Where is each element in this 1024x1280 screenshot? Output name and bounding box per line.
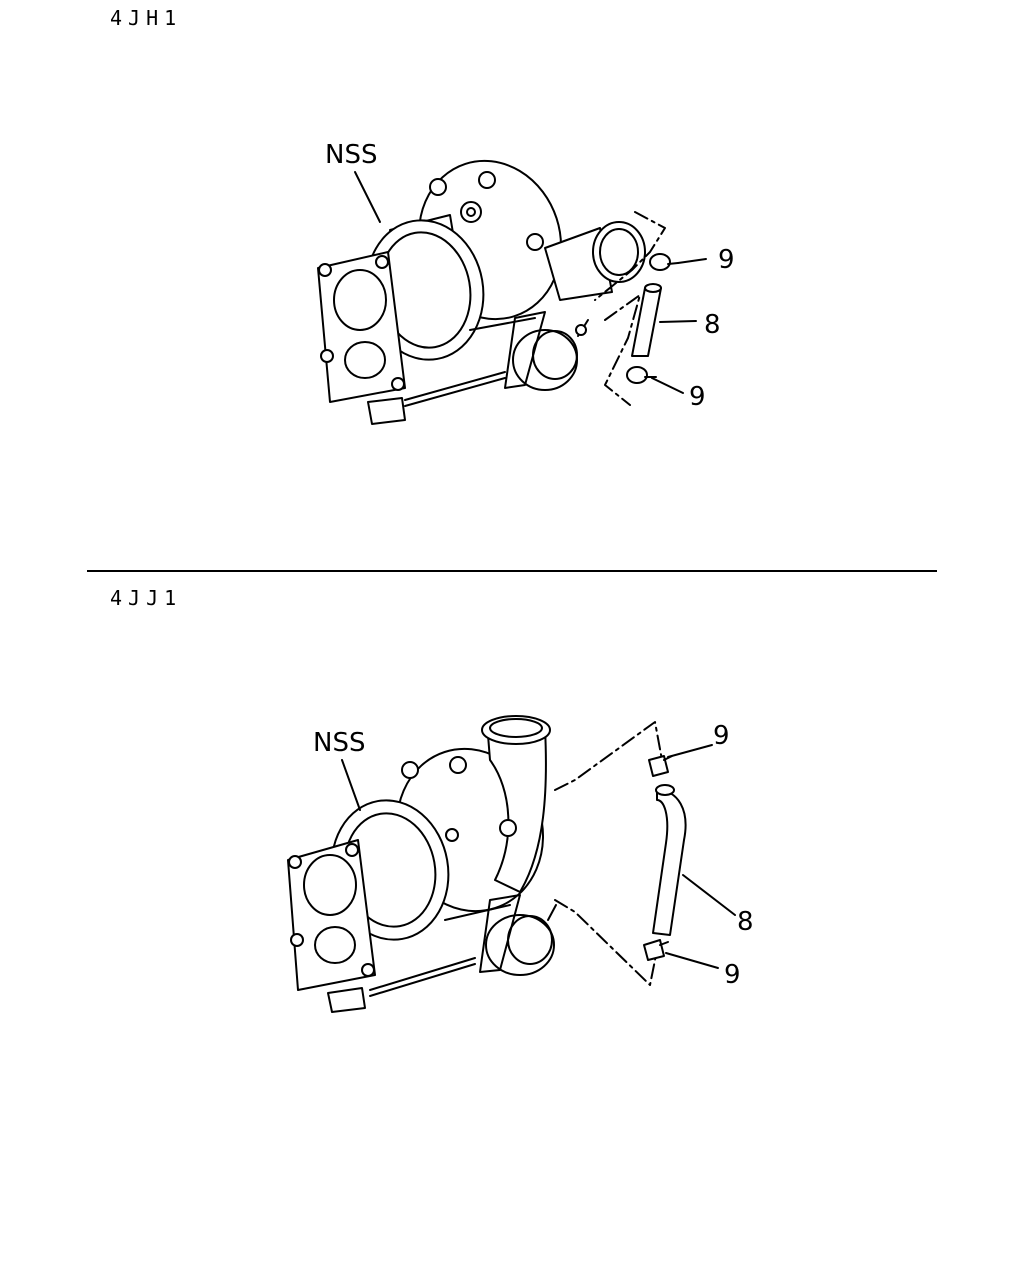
callout-9-lower-4jj1: 9 (724, 960, 741, 990)
turbocharger-assembly-4jh1 (317, 159, 646, 425)
callout-nss-4jj1: NSS (313, 728, 365, 758)
callout-8-4jh1: 8 (704, 310, 721, 340)
turbocharger-diagram-4jh1: NSS 9 8 9 (317, 140, 735, 425)
callout-9-lower-4jh1: 9 (689, 382, 706, 412)
section-title-4jh1: 4JH1 (110, 6, 183, 30)
callout-nss-4jh1: NSS (325, 140, 377, 170)
hose-4jh1 (631, 283, 662, 357)
turbocharger-diagram-4jj1: NSS 9 8 9 (287, 715, 754, 1013)
section-title-4jj1: 4JJ1 (110, 586, 183, 610)
clamp-upper-4jh1 (649, 253, 679, 271)
hose-4jj1 (652, 784, 687, 936)
callout-8-4jj1: 8 (737, 907, 754, 937)
turbocharger-assembly-4jj1 (287, 715, 557, 1013)
section-divider (87, 570, 937, 572)
clamp-lower-4jj1 (643, 939, 669, 961)
clamp-lower-4jh1 (626, 366, 657, 384)
callout-9-upper-4jj1: 9 (713, 721, 730, 751)
callout-9-upper-4jh1: 9 (718, 245, 735, 275)
clamp-upper-4jj1 (648, 755, 673, 777)
